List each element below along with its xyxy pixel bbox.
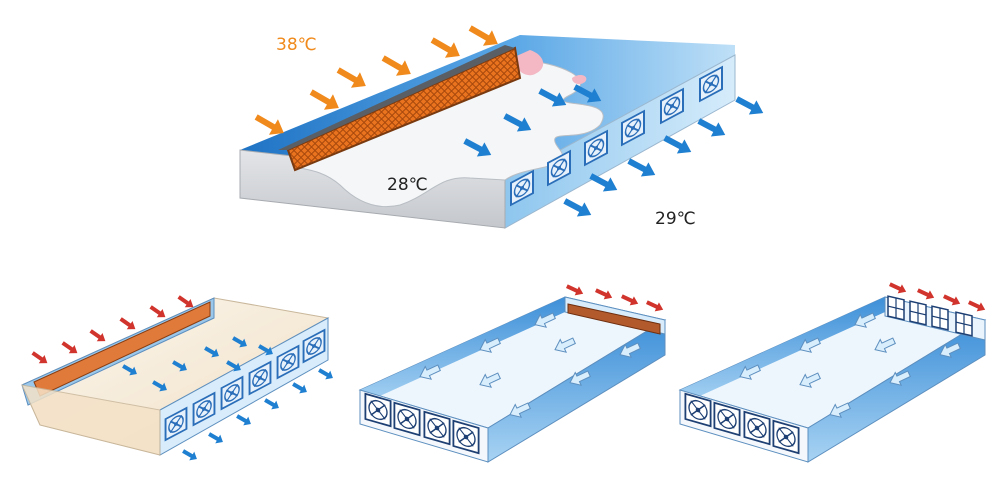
arrow-right-icon <box>147 302 169 322</box>
window-icon <box>931 305 949 331</box>
arrow-right-icon <box>564 281 586 299</box>
window-icon <box>887 295 905 321</box>
arrow-right-icon <box>333 62 371 94</box>
main-greenhouse: 38℃ 28℃ 29℃ <box>239 20 767 229</box>
greenhouse-tunnel-window-view <box>678 279 988 463</box>
greenhouse-tunnel-pad-view <box>358 281 667 463</box>
arrow-right-icon <box>966 297 988 315</box>
arrow-right-icon <box>887 279 909 297</box>
arrow-right-icon <box>87 326 109 346</box>
roof-section <box>512 50 544 76</box>
arrow-right-icon <box>561 193 595 223</box>
greenhouse-pad-fan-view <box>21 292 336 464</box>
window-icon <box>909 300 927 326</box>
exhaust-temp-label: 29℃ <box>655 209 696 229</box>
arrow-right-icon <box>290 379 310 397</box>
arrow-right-icon <box>427 32 465 64</box>
arrow-right-icon <box>59 338 81 358</box>
arrow-right-icon <box>644 297 666 315</box>
arrow-right-icon <box>206 429 226 447</box>
arrow-right-icon <box>316 365 336 383</box>
arrow-right-icon <box>619 291 641 309</box>
arrow-right-icon <box>234 411 254 429</box>
inside-temp-label: 28℃ <box>387 175 428 195</box>
arrow-right-icon <box>262 395 282 413</box>
arrow-right-icon <box>941 291 963 309</box>
window-icon <box>955 311 973 337</box>
arrow-right-icon <box>915 285 937 303</box>
arrow-right-icon <box>29 348 51 368</box>
arrow-right-icon <box>593 285 615 303</box>
arrow-right-icon <box>117 314 139 334</box>
arrow-right-icon <box>378 50 416 82</box>
outside-temp-label: 38℃ <box>276 35 317 55</box>
arrow-right-icon <box>733 91 767 121</box>
cooling-pad-icon <box>286 46 522 172</box>
cooling-pad-icon <box>567 303 661 335</box>
arrow-right-icon <box>180 446 200 464</box>
